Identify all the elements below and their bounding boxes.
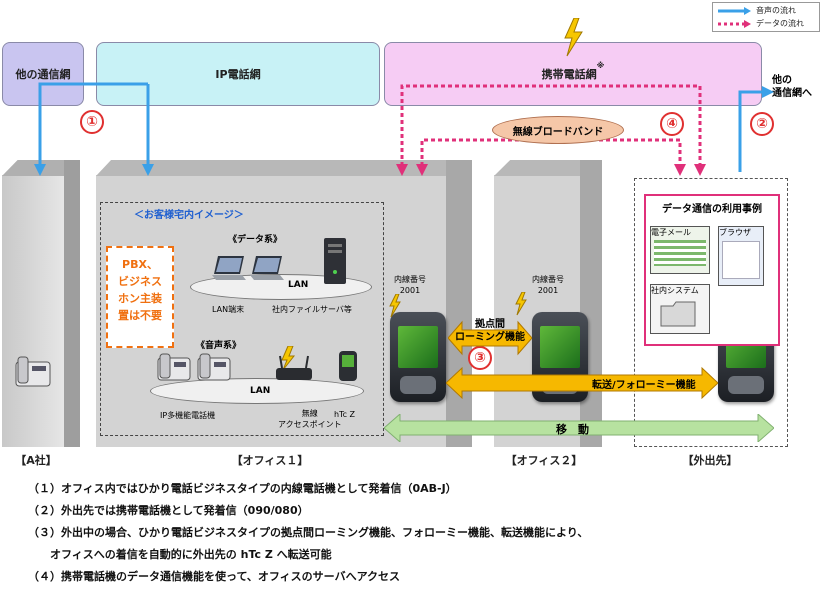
email-label: 電子メール: [651, 228, 691, 237]
htcz-label: hTc Z: [334, 410, 356, 419]
outside-network-label: 他の 通信網へ: [772, 75, 812, 99]
ip-phone-icon: [197, 353, 231, 381]
roaming-label: 拠点間 ローミング機能: [455, 319, 525, 343]
note-2: （２）外出先では携帯電話機として発着信（090/080）: [28, 504, 309, 517]
voice-arrow-icon: [718, 6, 751, 15]
building-a: [2, 175, 64, 447]
browser-label: ブラウザ: [719, 228, 751, 237]
htcz-phone-office1: [390, 312, 446, 402]
access-point-icon: [276, 346, 312, 380]
marker-2: ②: [750, 112, 774, 136]
email-thumbnail: [654, 240, 706, 266]
marker-1: ①: [80, 110, 104, 134]
ext-label-office2: 内線番号 2001: [532, 275, 564, 295]
file-server-label: 社内ファイルサーバ等: [272, 305, 352, 314]
note-1: （１）オフィス内ではひかり電話ビジネスタイプの内線電話機として発着信（0AB-J…: [28, 482, 457, 495]
data-usage-panel: データ通信の利用事例 電子メール ブラウザ 社内システム: [644, 194, 780, 346]
building-office1-side: [446, 160, 472, 447]
pbx-note: PBX、 ビジネス ホン主装 置は不要: [106, 246, 174, 348]
desk-phone-icon: [15, 356, 51, 387]
caption-office2: 【オフィス２】: [505, 454, 583, 467]
data-flow-2-head-b: [674, 164, 686, 176]
building-office2: [494, 175, 580, 447]
voice-group-label: 《音声系》: [196, 341, 242, 351]
forwarding-arrow: [446, 366, 718, 400]
phone-screen: [398, 326, 438, 368]
marker-4: ④: [660, 112, 684, 136]
caption-office1: 【オフィス１】: [231, 454, 309, 467]
roaming-arrow: [448, 320, 532, 356]
legend-data: データの流れ: [716, 17, 816, 30]
building-office2-side: [580, 160, 602, 447]
laptop-icon: [212, 256, 246, 280]
caption-a: 【A社】: [15, 454, 57, 467]
note-4: （４）携帯電話機のデータ通信機能を使って、オフィスのサーバへアクセス: [28, 570, 401, 583]
internal-label: 社内システム: [651, 286, 699, 295]
office1-image-box: [100, 202, 384, 436]
data-flow-1-head-b: [694, 164, 706, 176]
lightning-icon: [564, 18, 583, 57]
folder-icon: [660, 301, 696, 327]
voice-lan-label: LAN: [250, 386, 271, 396]
outside-area: [634, 178, 788, 447]
ip-phone-label: IP多機能電話機: [160, 411, 216, 420]
phone-keypad: [400, 376, 436, 394]
moving-label: 移 動: [556, 423, 589, 436]
building-a-side: [64, 160, 80, 447]
ext-label-office1: 内線番号 2001: [394, 275, 426, 295]
data-lan-label: LAN: [288, 280, 309, 290]
forwarding-label: 転送/フォローミー機能: [592, 380, 696, 391]
data-arrow-icon: [718, 19, 751, 28]
wireless-broadband: 無線ブロードバンド: [492, 116, 624, 144]
voice-lan-ellipse: [150, 378, 364, 404]
data-group-label: 《データ系》: [228, 235, 283, 245]
building-office1-roof: [96, 160, 472, 176]
caption-outside: 【外出先】: [682, 454, 738, 467]
internal-case: 社内システム: [650, 284, 710, 334]
laptop-icon: [250, 256, 284, 280]
note-3-cont: オフィスへの着信を自動的に外出先の hTc Z へ転送可能: [28, 548, 332, 561]
legend-voice: 音声の流れ: [716, 4, 816, 17]
legend-voice-label: 音声の流れ: [756, 6, 796, 15]
browser-case: ブラウザ: [718, 226, 764, 286]
data-usage-title: データ通信の利用事例: [662, 204, 762, 215]
wireless-ap-label: 無線 アクセスポイント: [278, 409, 342, 429]
lightning-icon: [515, 292, 527, 316]
moving-arrow: [384, 414, 774, 442]
email-case: 電子メール: [650, 226, 710, 274]
note-3: （３）外出中の場合、ひかり電話ビジネスタイプの拠点間ローミング機能、フォローミー…: [28, 526, 589, 539]
office1-image-title: ＜お客様宅内イメージ＞: [134, 210, 244, 221]
legend: 音声の流れ データの流れ: [712, 2, 820, 32]
phone-keypad: [728, 376, 764, 394]
marker-3: ③: [468, 346, 492, 370]
browser-thumbnail: [722, 241, 760, 279]
lightning-icon: [389, 294, 401, 318]
phone-screen: [540, 326, 580, 368]
mobile-phone-icon: [339, 351, 357, 381]
lan-terminal-label: LAN端末: [212, 305, 245, 314]
other-network: 他の通信網: [2, 42, 84, 106]
ip-network: IP電話網: [96, 42, 380, 106]
server-icon: [324, 238, 346, 284]
legend-data-label: データの流れ: [756, 19, 804, 28]
ip-phone-icon: [157, 353, 191, 381]
